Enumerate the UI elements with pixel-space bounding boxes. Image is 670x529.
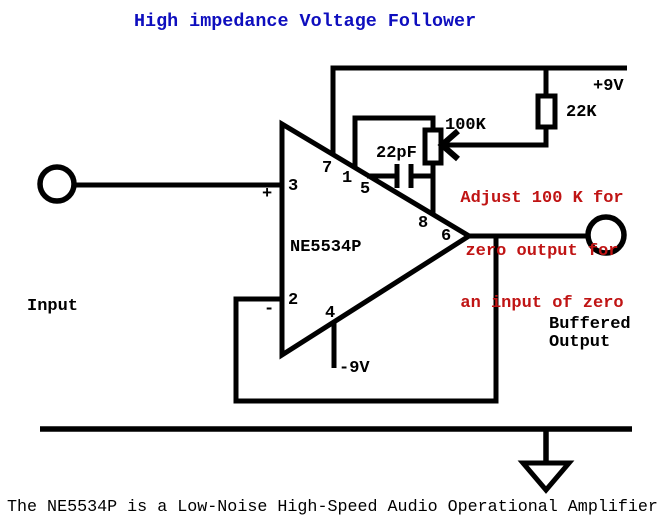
pin6-label: 6 [441,227,452,246]
output-label-line2: Output [549,333,611,352]
potentiometer-label: 100K [445,116,486,135]
resistor-22k [535,93,558,130]
output-terminal [585,214,627,256]
positive-rail-wire [330,65,627,154]
capacitor-label: 22pF [376,144,417,163]
input-terminal [37,164,77,204]
pot-to-pin1-wire [352,115,436,167]
pin2-label: 2 [288,291,299,310]
negative-rail-label: -9V [339,359,370,378]
pin1-label: 1 [342,169,353,188]
pin5-label: 5 [360,180,371,199]
adjustment-note: Adjust 100 K for zero output for an inpu… [456,155,628,348]
output-label-line1: Buffered [549,315,631,334]
pin3-label: 3 [288,177,299,196]
potentiometer-100k [422,127,444,166]
input-label: Input [27,297,79,316]
positive-rail-label: +9V [593,77,624,96]
inverting-input-sign: - [264,300,275,319]
adjustment-note-line1: Adjust 100 K for [460,189,624,208]
diagram-title: High impedance Voltage Follower [134,11,477,32]
resistor-label: 22K [566,103,597,122]
footer-caption: The NE5534P is a Low-Noise High-Speed Au… [7,498,658,517]
adjustment-note-line2: zero output for [465,241,619,261]
pot-wiper-arrow-icon [437,128,460,162]
feedback-wire [233,236,499,404]
adjustment-note-line3: an input of zero [460,294,624,313]
pin4-label: 4 [325,304,336,323]
ground-symbol-icon [517,460,575,494]
noninverting-input-sign: + [262,185,273,204]
pot-wiper-wire [444,123,549,148]
opamp-part-label: NE5534P [290,238,362,257]
pin8-label: 8 [418,214,429,233]
pin7-label: 7 [322,159,333,178]
opamp-triangle [279,119,474,360]
